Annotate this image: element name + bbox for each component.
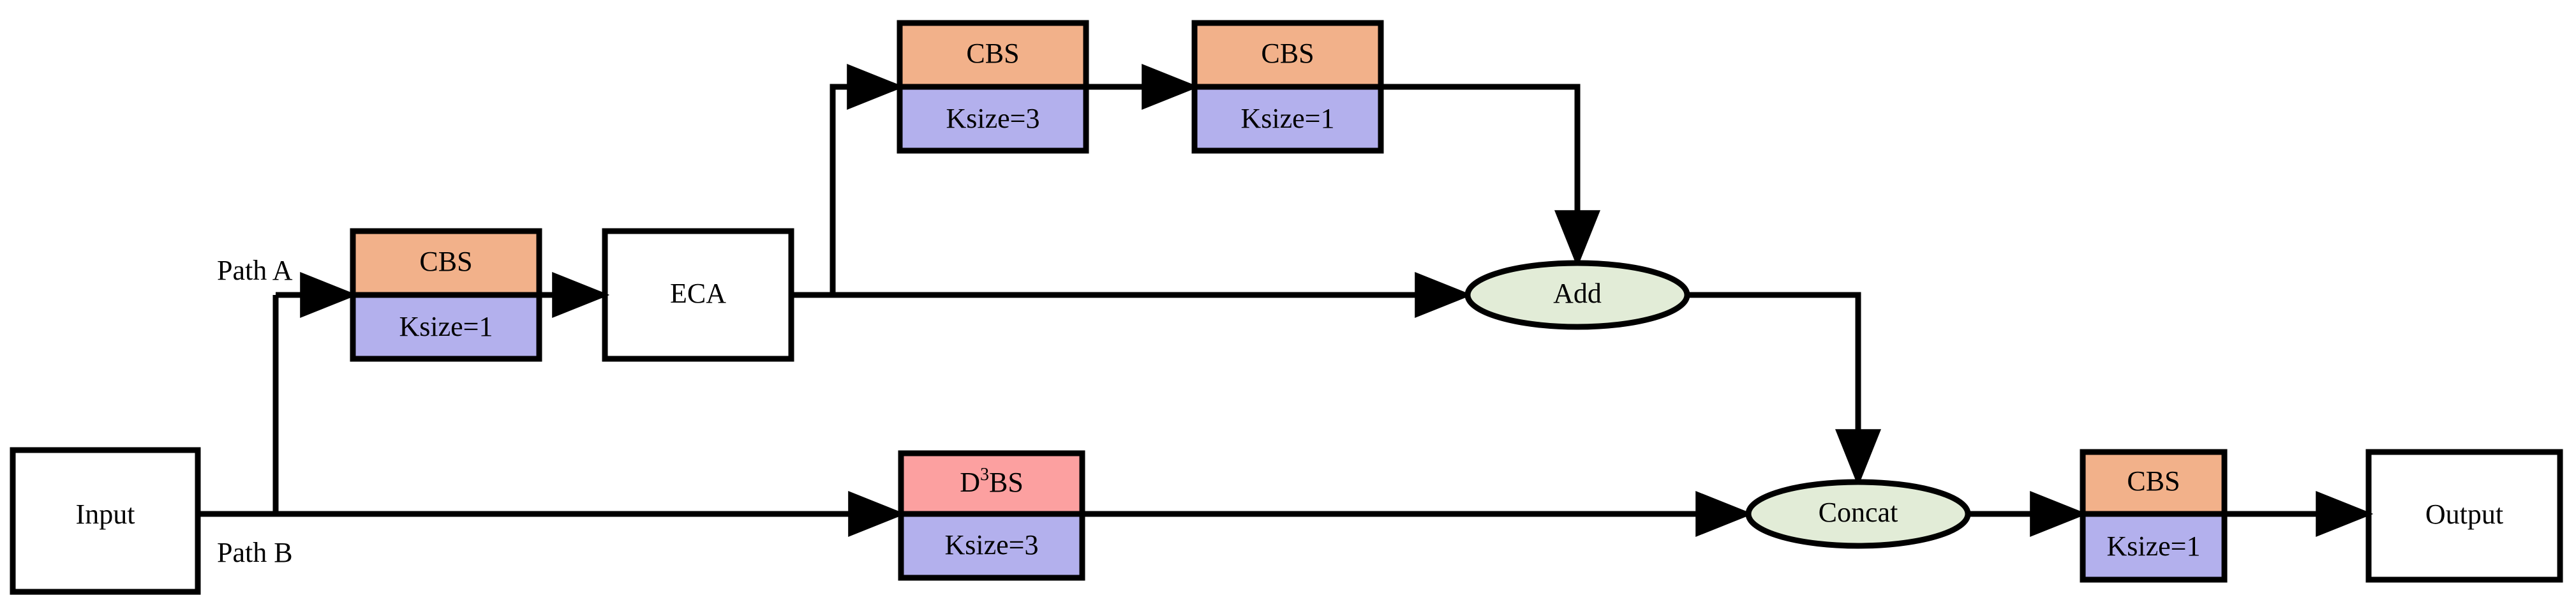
add-label: Add bbox=[1553, 278, 1602, 309]
edge-add-to-concat bbox=[1687, 292, 1881, 487]
node-input[interactable]: Input bbox=[10, 447, 201, 595]
d3bs-ksize: Ksize=3 bbox=[945, 529, 1039, 561]
cbs-a1-header-fill bbox=[353, 231, 539, 295]
path-b-label: Path B bbox=[217, 537, 293, 568]
node-d3bs[interactable]: D3BS Ksize=3 bbox=[898, 450, 1085, 581]
cbs-out-body-fill bbox=[2083, 514, 2224, 580]
concat-label: Concat bbox=[1819, 497, 1898, 528]
cbs-top1-ksize: Ksize=3 bbox=[946, 103, 1040, 134]
d3bs-header-fill bbox=[901, 453, 1082, 514]
d3bs-title-base: D bbox=[960, 467, 980, 498]
cbs-a1-ksize: Ksize=1 bbox=[399, 311, 493, 342]
eca-box[interactable] bbox=[602, 228, 794, 362]
cbs-top1-body-fill bbox=[900, 87, 1086, 151]
cbs-top1-header-fill bbox=[900, 23, 1086, 87]
cbs-out-header-fill bbox=[2083, 452, 2224, 514]
concat-ellipse[interactable] bbox=[1745, 479, 1971, 549]
node-concat[interactable]: Concat bbox=[1745, 479, 1971, 549]
node-eca[interactable]: ECA bbox=[602, 228, 794, 362]
cbs-out-title: CBS bbox=[2127, 465, 2180, 497]
node-cbs-top2[interactable]: CBS Ksize=1 bbox=[1191, 20, 1384, 154]
path-a-label: Path A bbox=[217, 255, 293, 286]
node-cbs-top1[interactable]: CBS Ksize=3 bbox=[897, 20, 1089, 154]
input-label: Input bbox=[76, 499, 135, 530]
cbs-top2-body-fill bbox=[1195, 87, 1381, 151]
input-box[interactable] bbox=[10, 447, 201, 595]
node-cbs-a1[interactable]: CBS Ksize=1 bbox=[350, 228, 542, 362]
output-box[interactable] bbox=[2365, 449, 2563, 583]
d3bs-title-sup: 3 bbox=[980, 465, 989, 485]
cbs-top2-ksize: Ksize=1 bbox=[1241, 103, 1335, 134]
cbs-out-ksize: Ksize=1 bbox=[2107, 531, 2201, 562]
d3bs-title: D3BS bbox=[960, 465, 1024, 498]
output-label: Output bbox=[2425, 499, 2503, 530]
eca-label: ECA bbox=[670, 278, 726, 309]
add-ellipse[interactable] bbox=[1464, 260, 1690, 330]
cbs-a1-title: CBS bbox=[419, 246, 472, 277]
cbs-top2-title: CBS bbox=[1261, 38, 1314, 69]
edge-branch-to-cbs-top1 bbox=[830, 64, 905, 295]
node-output[interactable]: Output bbox=[2365, 449, 2563, 583]
cbs-top2-header-fill bbox=[1195, 23, 1381, 87]
cbs-a1-body-fill bbox=[353, 295, 539, 359]
node-cbs-out[interactable]: CBS Ksize=1 bbox=[2080, 449, 2228, 583]
node-add[interactable]: Add bbox=[1464, 260, 1690, 330]
edge-cbs-top2-to-add bbox=[1381, 84, 1600, 268]
d3bs-body-fill bbox=[901, 514, 1082, 578]
cbs-top1-title: CBS bbox=[966, 38, 1019, 69]
d3bs-title-tail: BS bbox=[989, 467, 1024, 498]
